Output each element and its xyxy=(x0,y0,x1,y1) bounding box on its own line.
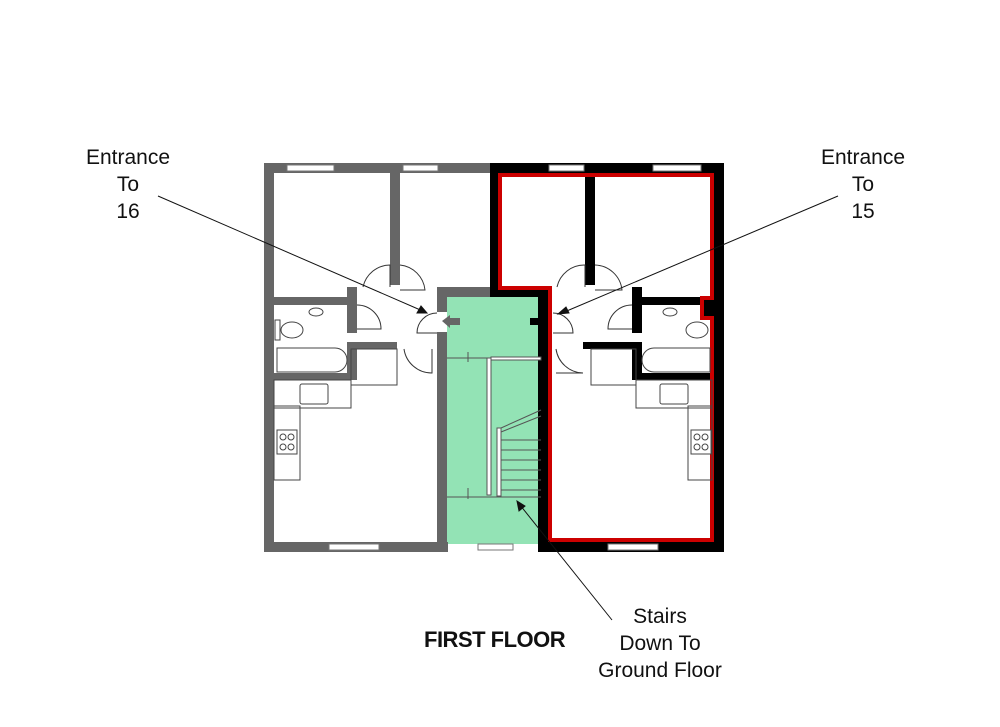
entrance-arrow-icon xyxy=(530,315,548,328)
leader-lines xyxy=(157,195,839,621)
sink-icon xyxy=(299,383,329,405)
label-line: To xyxy=(116,173,140,196)
basin-icon xyxy=(662,307,678,317)
kitchen-counter xyxy=(635,379,713,409)
entrance-16-label: Entrance To 16 xyxy=(68,144,188,225)
hob-icon xyxy=(276,429,298,455)
label-line: 15 xyxy=(851,200,875,223)
window-icon xyxy=(286,164,514,551)
hob-icon xyxy=(690,429,712,455)
basin-icon xyxy=(308,307,324,317)
stair-core xyxy=(447,297,541,544)
unit-15-outline xyxy=(498,173,714,542)
toilet-icon xyxy=(685,321,709,339)
label-line: 16 xyxy=(116,200,140,223)
label-line: Down To xyxy=(619,632,701,655)
label-line: Ground Floor xyxy=(598,659,722,682)
bath-icon xyxy=(641,347,711,373)
label-line: To xyxy=(851,173,875,196)
label-line: Entrance xyxy=(820,146,906,169)
entrance-arrow-icon xyxy=(442,315,460,328)
stairs-label: Stairs Down To Ground Floor xyxy=(585,603,735,684)
sink-icon xyxy=(659,383,689,405)
bathroom-15 xyxy=(590,307,713,481)
label-line: Stairs xyxy=(633,605,687,628)
entrance-15-label: Entrance To 15 xyxy=(803,144,923,225)
floor-title: FIRST FLOOR xyxy=(424,627,566,652)
stair-icon xyxy=(447,352,542,499)
bathroom-16 xyxy=(273,307,398,481)
label-line: Entrance xyxy=(85,146,171,169)
door-swing-icon xyxy=(356,264,633,374)
kitchen-counter xyxy=(273,379,352,409)
window-icon xyxy=(548,164,702,551)
toilet-icon xyxy=(280,321,304,339)
bath-icon xyxy=(276,347,348,373)
